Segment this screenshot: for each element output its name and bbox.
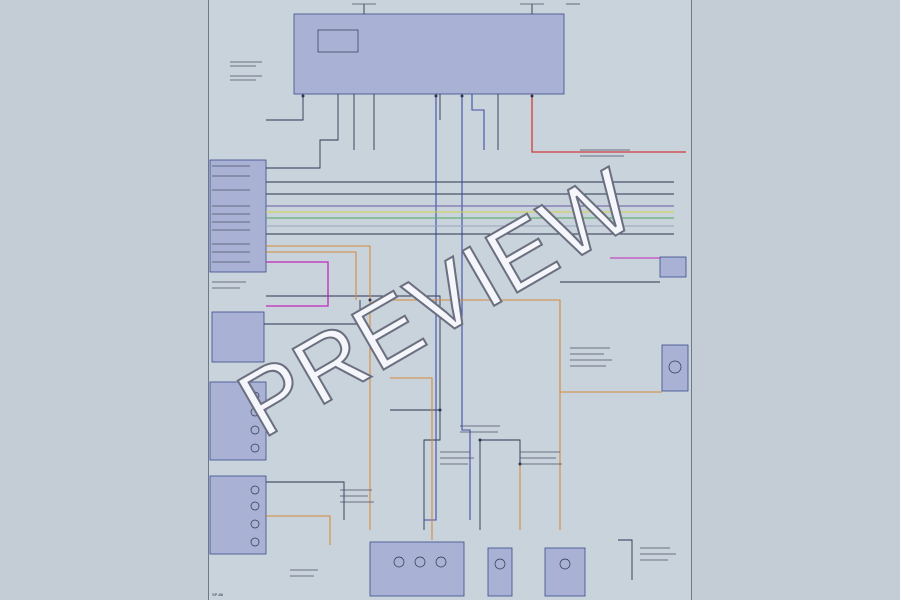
front-lamp-unit-bottom — [369, 541, 465, 597]
wires-blue — [424, 94, 485, 521]
wires-bus — [266, 205, 674, 235]
headlamp-switch — [211, 311, 265, 363]
instrument-cluster-connector — [209, 159, 267, 273]
front-lamp-assembly-right — [209, 475, 267, 555]
junction-dots — [301, 94, 534, 466]
label-marks — [212, 3, 676, 577]
right-switch — [659, 256, 687, 278]
small-lamp-unit-2 — [544, 547, 586, 597]
wire-magenta — [266, 261, 329, 307]
right-lamp — [661, 344, 689, 392]
front-lamp-assembly-left — [209, 381, 267, 461]
sheet-footer: SP-86 — [212, 592, 224, 597]
wires-orange — [266, 245, 662, 545]
small-lamp-unit-1 — [487, 547, 513, 597]
pcm-module — [293, 13, 565, 95]
wires-dark — [264, 4, 674, 580]
wire-red — [531, 94, 686, 153]
pcm-internal-relay — [317, 29, 359, 53]
lamp-symbols — [250, 360, 682, 570]
